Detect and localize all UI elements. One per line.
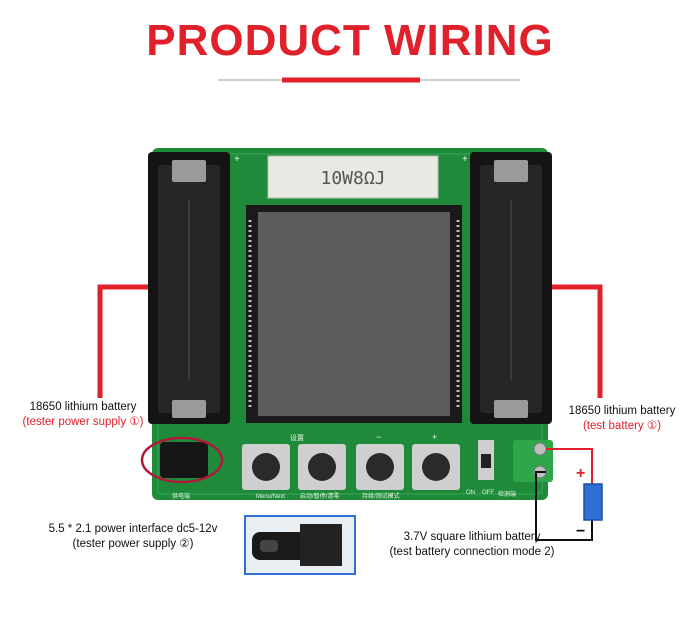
label-mode: 持续/测试模式 (362, 492, 400, 500)
left-battery-holder (148, 152, 230, 424)
svg-text:+: + (234, 154, 240, 165)
power-interface-inset (244, 515, 356, 575)
switch-off: OFF (482, 490, 494, 496)
resistor-label: 10W8ΩJ (320, 168, 385, 189)
minus-sign: − (576, 523, 585, 540)
callout-square-line2: (test battery connection mode 2) (389, 546, 555, 558)
callout-left-line1: 18650 lithium battery (29, 401, 137, 413)
square-battery (583, 483, 603, 521)
plus-sign: + (576, 465, 585, 482)
button-row (242, 444, 460, 490)
label-start: 启动/暂停/清零 (300, 492, 339, 500)
right-wire (548, 284, 603, 398)
left-wire (97, 284, 152, 398)
resistor (267, 155, 439, 199)
label-set: 设置 (290, 433, 304, 442)
terminal-block (513, 440, 553, 482)
label-detect: 检测端 (498, 490, 516, 498)
plus-wire (546, 448, 593, 484)
label-supply: 供电端 (172, 492, 190, 500)
callout-right-line2: (test battery ①) (582, 420, 662, 432)
title-underline (218, 77, 520, 83)
switch-on: ON (466, 490, 475, 496)
callout-right-battery: 18650 lithium battery (test battery ①) (548, 404, 696, 434)
callout-power-line1: 5.5 * 2.1 power interface dc5-12v (48, 523, 218, 535)
label-minus: − (376, 432, 381, 442)
callout-right-line1: 18650 lithium battery (568, 405, 676, 417)
minus-wire (535, 471, 593, 541)
callout-square-line1: 3.7V square lithium battery (403, 531, 541, 543)
callout-left-battery: 18650 lithium battery (tester power supp… (8, 400, 158, 430)
label-menu: Menu/Next (256, 494, 285, 500)
svg-text:+: + (462, 154, 468, 165)
dc-jack (160, 442, 208, 478)
callout-power-line2: (tester power supply ②) (72, 538, 194, 550)
right-battery-holder (470, 152, 552, 424)
callout-square-battery: 3.7V square lithium battery (test batter… (372, 530, 572, 560)
lcd-screen (258, 212, 450, 416)
callout-left-line2: (tester power supply ①) (22, 416, 144, 428)
dc-jack-highlight (140, 436, 224, 484)
callout-power-interface: 5.5 * 2.1 power interface dc5-12v (teste… (28, 522, 238, 552)
label-plus: + (432, 432, 437, 442)
page-title: PRODUCT WIRING (146, 16, 554, 65)
